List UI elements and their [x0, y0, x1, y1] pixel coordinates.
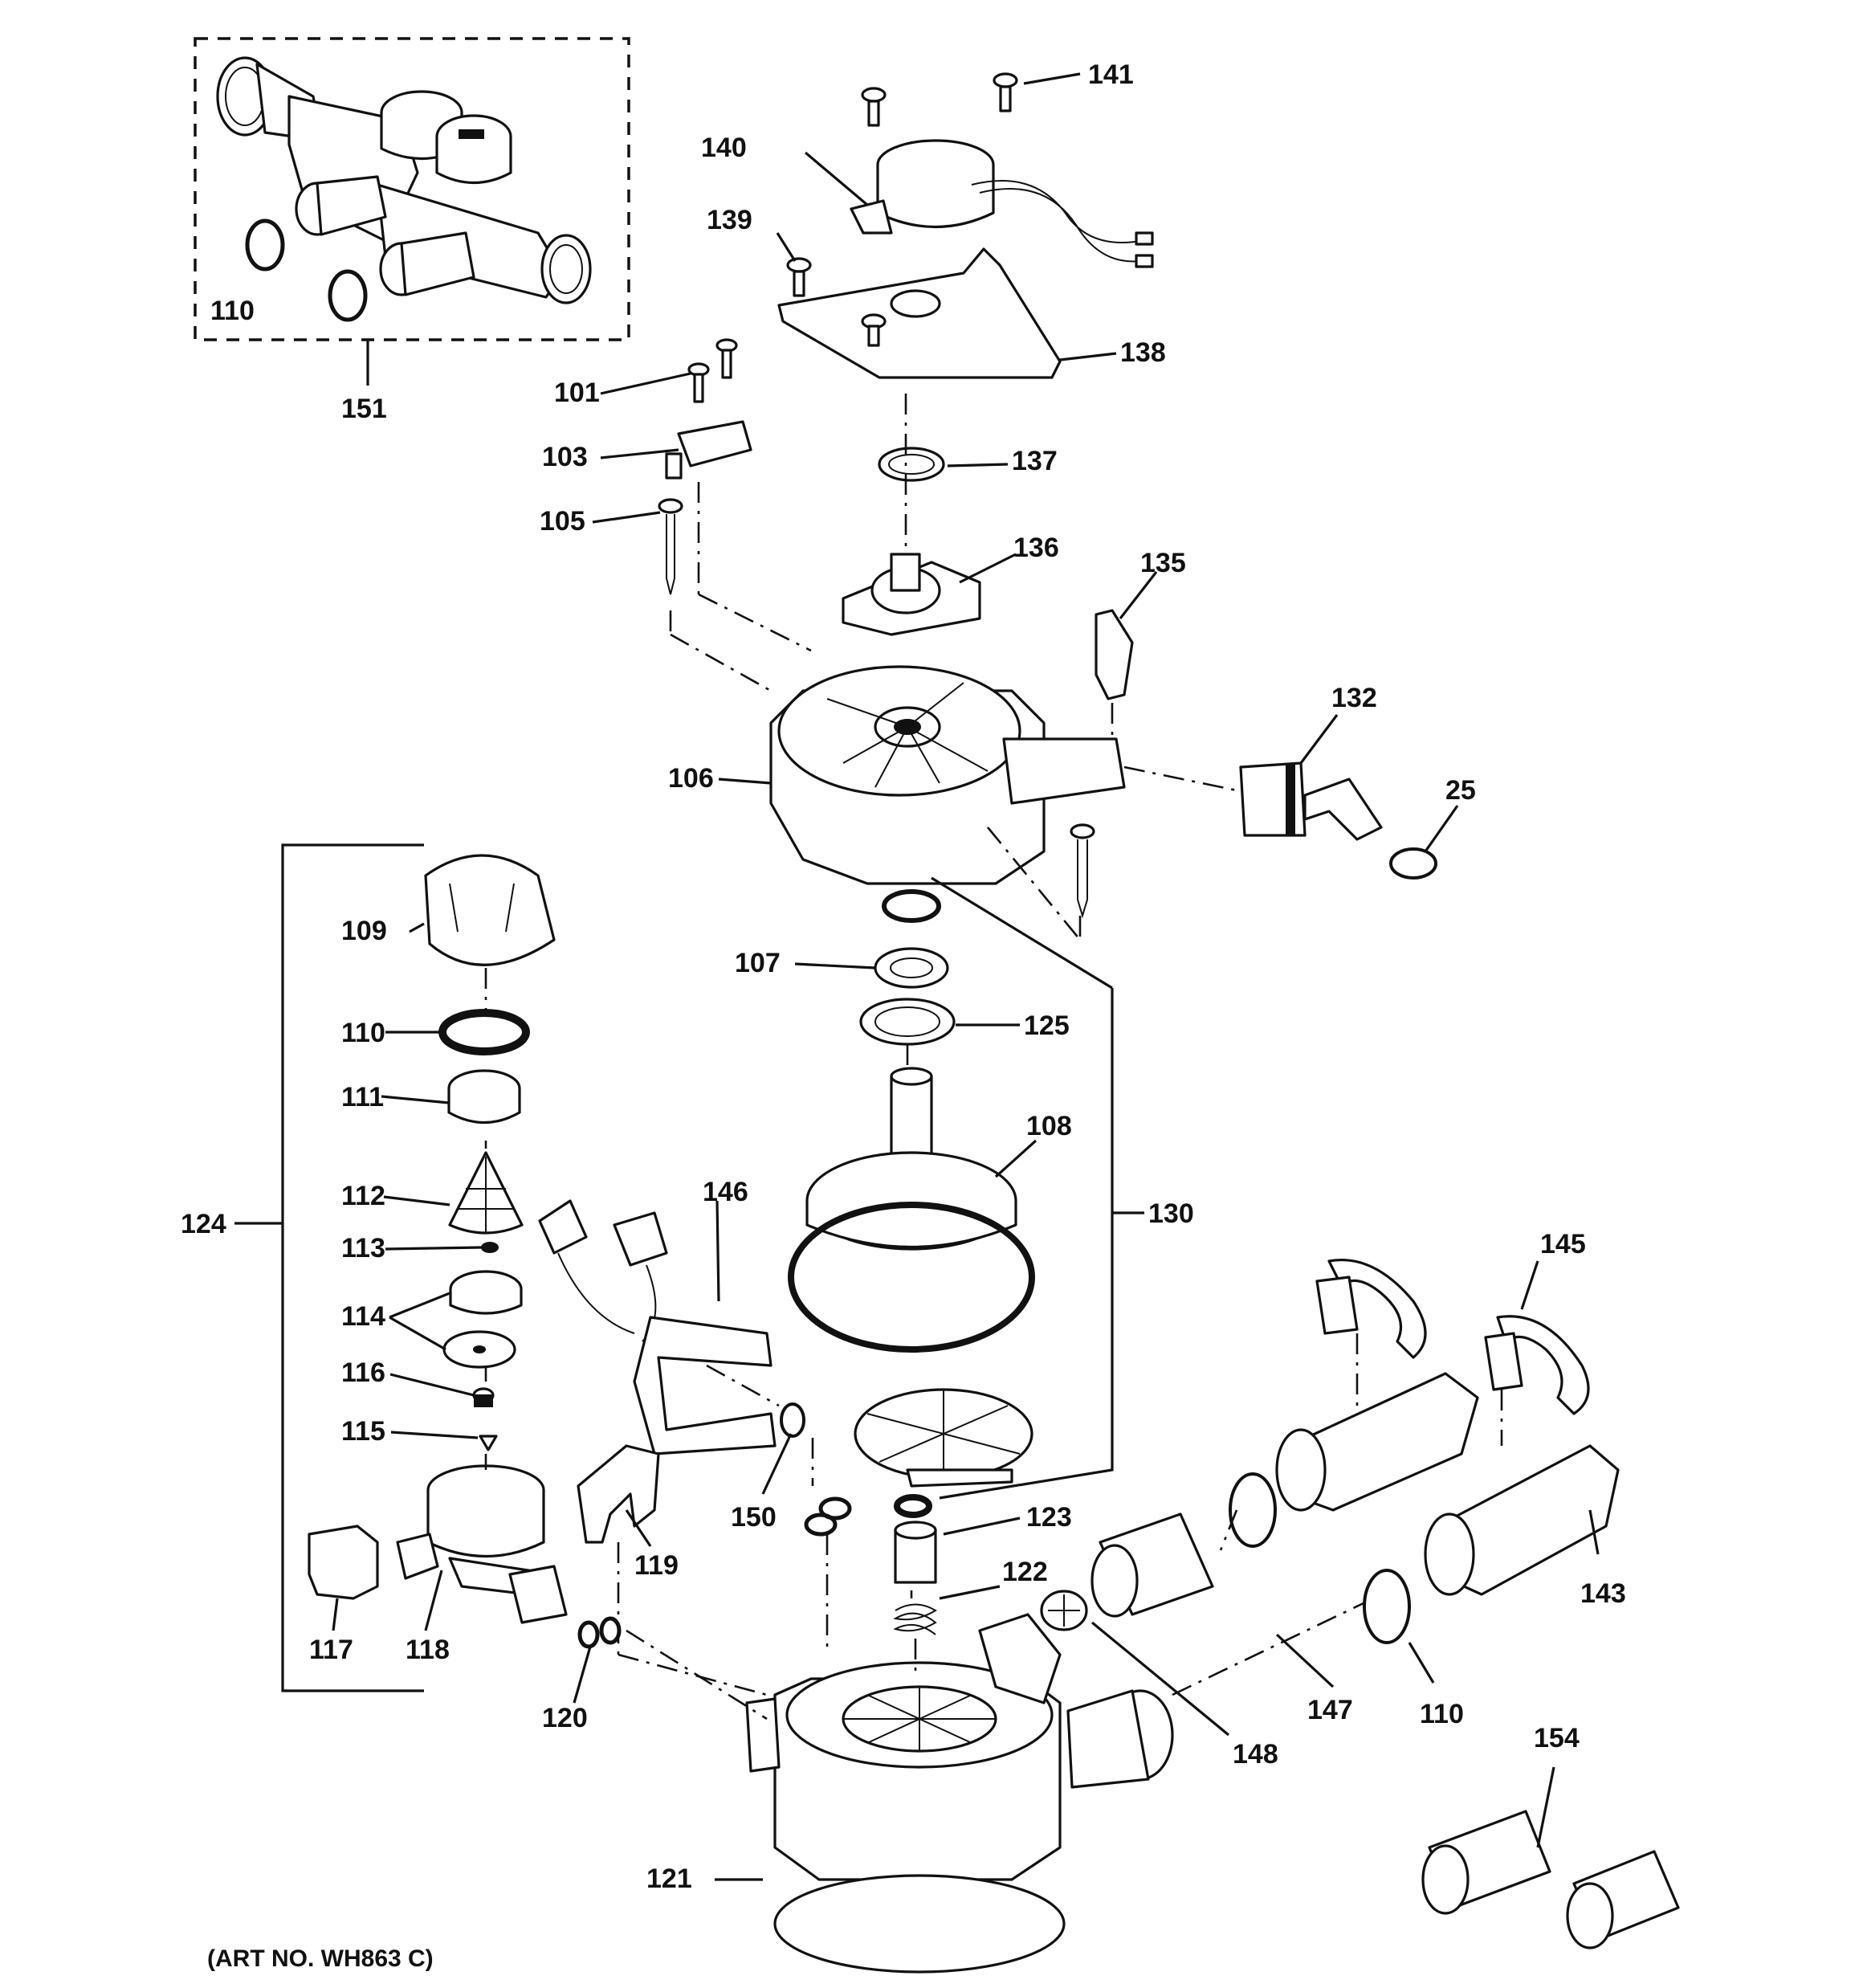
- callout-147: 147: [1307, 1695, 1353, 1725]
- callout-101: 101: [554, 378, 600, 408]
- callout-140: 140: [701, 133, 747, 163]
- mounting-plate-138: [777, 247, 1062, 379]
- callout-103: 103: [542, 442, 588, 472]
- callout-106: 106: [668, 763, 714, 794]
- injector-cap-109: [424, 854, 556, 966]
- screw-101: [687, 338, 738, 403]
- sleeve-154-left: [1421, 1810, 1551, 1915]
- callout-132: 132: [1331, 683, 1377, 713]
- callout-109: 109: [341, 916, 387, 946]
- callout-130: 130: [1148, 1198, 1194, 1229]
- turbine-148: [1040, 1590, 1088, 1631]
- valve-body-121: [745, 1613, 1174, 1974]
- callout-151: 151: [341, 394, 387, 424]
- collar-111: [447, 1069, 521, 1125]
- callout-154: 154: [1534, 1723, 1580, 1753]
- callout-114: 114: [341, 1301, 385, 1332]
- screw-141-left: [861, 87, 887, 127]
- oring-107-top: [882, 889, 941, 923]
- cap-117: [308, 1525, 379, 1600]
- seal-disc-108: [854, 1388, 1033, 1488]
- clip-25: [1389, 847, 1437, 880]
- callout-143: 143: [1580, 1578, 1626, 1609]
- callout-146: 146: [703, 1177, 748, 1207]
- orings-pair-left: [804, 1496, 852, 1537]
- sleeve-147: [1090, 1512, 1214, 1618]
- screw-141-right: [993, 72, 1018, 112]
- callout-117: 117: [309, 1635, 353, 1665]
- microswitch-103: [665, 420, 752, 480]
- callout-116: 116: [341, 1357, 385, 1388]
- screw-139: [786, 257, 812, 297]
- screen-112: [448, 1151, 524, 1235]
- bushing-137: [878, 447, 945, 482]
- nozzle-113: [481, 1242, 499, 1253]
- adapter-upper: [1229, 1372, 1479, 1548]
- sensor-harness-146: [538, 1199, 777, 1455]
- callout-148: 148: [1233, 1739, 1278, 1770]
- callout-113: 113: [341, 1233, 385, 1263]
- callout-139: 139: [707, 205, 752, 235]
- cylinder-123: [894, 1521, 937, 1584]
- oring-110-injector: [438, 1009, 530, 1055]
- callout-136: 136: [1013, 533, 1059, 563]
- adapter-143: [1363, 1444, 1620, 1644]
- callout-125: 125: [1024, 1010, 1070, 1041]
- callout-123: 123: [1026, 1502, 1072, 1533]
- screw-106-side: [1070, 823, 1095, 919]
- nozzle-115: [479, 1435, 498, 1451]
- disc-114-bottom: [442, 1330, 516, 1369]
- center-lines: [484, 394, 1503, 1721]
- callout-112: 112: [341, 1181, 385, 1211]
- injector-body-118: [396, 1464, 568, 1624]
- callout-150: 150: [731, 1502, 777, 1533]
- callout-105: 105: [540, 506, 585, 537]
- callout-141: 141: [1088, 59, 1134, 90]
- callout-119: 119: [634, 1550, 679, 1581]
- rotor-108: [788, 1067, 1035, 1353]
- callout-124: 124: [181, 1209, 226, 1239]
- injector-bracket-124: [234, 843, 424, 1692]
- screw-105: [658, 498, 683, 595]
- clip-119: [577, 1444, 660, 1544]
- valve-housing-106: [769, 665, 1126, 885]
- callout-25: 25: [1445, 775, 1476, 806]
- callout-122: 122: [1002, 1557, 1048, 1587]
- callout-labels: 141 140 139 138 101 103 105 137 136 135 …: [181, 59, 1626, 1972]
- spring-122: [893, 1603, 937, 1635]
- bypass-valve-assembly: [216, 56, 592, 322]
- callout-110-injector: 110: [341, 1018, 385, 1048]
- motor-140: [850, 139, 1154, 268]
- bypass-valve-assembly-box: [194, 37, 630, 386]
- gear-136: [842, 553, 981, 636]
- clip-145-upper: [1315, 1259, 1427, 1359]
- callout-118: 118: [406, 1635, 450, 1665]
- orings-120: [577, 1616, 622, 1649]
- disc-114-top: [449, 1270, 523, 1315]
- leader-lines: [332, 72, 1600, 1881]
- throat-116: [472, 1387, 495, 1407]
- oring-123-small: [894, 1494, 932, 1518]
- callout-137: 137: [1012, 446, 1058, 476]
- callout-115: 115: [341, 1416, 385, 1447]
- sleeve-154-right: [1566, 1850, 1680, 1949]
- seal-107: [874, 947, 949, 989]
- callout-110-right: 110: [1420, 1699, 1464, 1729]
- washer-125: [859, 998, 956, 1046]
- oring-150: [780, 1402, 805, 1438]
- callout-145: 145: [1540, 1229, 1586, 1259]
- art-number: (ART NO. WH863 C): [207, 1945, 434, 1972]
- callout-108: 108: [1026, 1111, 1072, 1141]
- callout-111: 111: [341, 1082, 384, 1112]
- clip-135: [1095, 609, 1134, 700]
- callout-120: 120: [542, 1703, 588, 1733]
- clip-145-lower: [1484, 1315, 1590, 1415]
- callout-138: 138: [1120, 337, 1166, 368]
- callout-110-bypass: 110: [210, 296, 255, 326]
- callout-107: 107: [735, 948, 781, 978]
- callout-121: 121: [646, 1863, 692, 1894]
- elbow-fitting-132: [1239, 761, 1383, 841]
- callout-135: 135: [1140, 548, 1186, 578]
